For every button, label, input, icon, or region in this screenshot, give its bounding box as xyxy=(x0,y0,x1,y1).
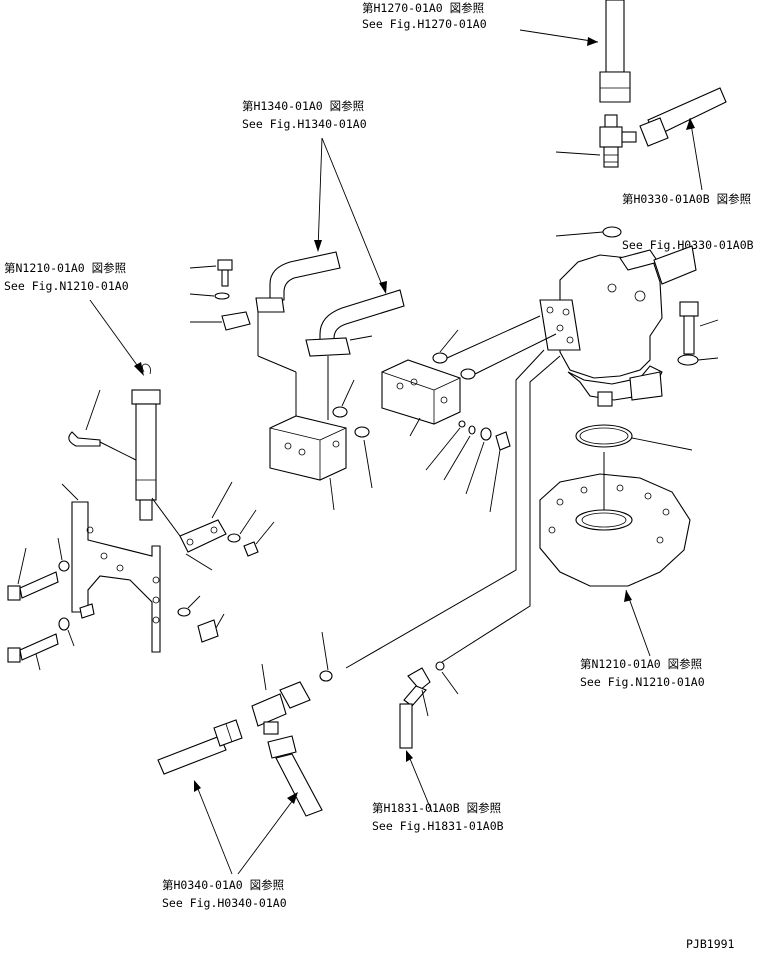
elbow-fitting xyxy=(399,661,459,813)
ref-h0330-jp: 第H0330-01A0B 図参照 xyxy=(622,192,751,206)
right-hose xyxy=(639,87,727,191)
ref-label-h1270: 第H1270-01A0 図参照 See Fig.H1270-01A0 xyxy=(362,1,487,31)
ref-h1831-en: See Fig.H1831-01A0B xyxy=(372,819,504,833)
ref-label-h1340: 第H1340-01A0 図参照 See Fig.H1340-01A0 xyxy=(242,99,367,131)
swivel-valve-body xyxy=(539,245,697,407)
manifold-block-left xyxy=(269,415,347,511)
small-o-ring xyxy=(602,226,622,238)
right-bolt xyxy=(677,301,719,366)
bottom-tee-fitting xyxy=(251,631,333,735)
nut-left xyxy=(79,603,95,619)
tee-fitting xyxy=(555,114,637,168)
washer-strap xyxy=(227,533,241,543)
curved-pipe-lower xyxy=(305,289,405,357)
ref-n1210a-jp: 第N1210-01A0 図参照 xyxy=(4,261,126,275)
o-ring-b xyxy=(354,426,370,438)
u-bolt xyxy=(68,389,137,461)
o-ring-a xyxy=(332,406,348,418)
long-bolt-lower xyxy=(7,617,75,671)
ref-n1210b-en: See Fig.N1210-01A0 xyxy=(580,675,705,689)
o-ring-bottom xyxy=(319,670,333,682)
strap-bracket xyxy=(151,481,233,571)
ref-h0340-en: See Fig.H0340-01A0 xyxy=(162,896,287,910)
manifold-block-right xyxy=(381,359,461,437)
long-bolt-upper xyxy=(7,537,70,601)
ref-h1270-en: See Fig.H1270-01A0 xyxy=(362,17,487,31)
ref-h0340-jp: 第H0340-01A0 図参照 xyxy=(162,878,284,892)
gear-housing xyxy=(539,452,691,657)
washer-bracket xyxy=(177,607,191,617)
ref-h1340-en: See Fig.H1340-01A0 xyxy=(242,117,367,131)
drawing-code: PJB1991 xyxy=(686,937,735,951)
bottom-hose-right xyxy=(267,735,323,817)
ref-h1831-jp: 第H1831-01A0B 図参照 xyxy=(372,801,501,815)
ref-n1210b-jp: 第N1210-01A0 図参照 xyxy=(580,657,702,671)
short-bolt-bracket xyxy=(197,613,225,643)
o-ring-c xyxy=(432,352,448,364)
nut-strap xyxy=(243,541,259,557)
ref-n1210a-en: See Fig.N1210-01A0 xyxy=(4,279,129,293)
curved-pipe-upper xyxy=(255,251,341,313)
ref-label-h0330: 第H0330-01A0B 図参照 See Fig.H0330-01A0B xyxy=(622,192,754,252)
o-ring-d xyxy=(460,368,476,380)
large-o-ring xyxy=(575,424,633,448)
ref-h1270-jp: 第H1270-01A0 図参照 xyxy=(362,1,484,15)
bracket-plate xyxy=(61,483,161,653)
ref-label-h0340: 第H0340-01A0 図参照 See Fig.H0340-01A0 xyxy=(162,878,287,910)
bottom-hose-left xyxy=(157,719,243,775)
ref-label-h1831: 第H1831-01A0B 図参照 See Fig.H1831-01A0B xyxy=(372,801,504,833)
ref-h0330-en: See Fig.H0330-01A0B xyxy=(622,238,754,252)
small-fittings xyxy=(425,420,511,513)
damper-cylinder xyxy=(89,299,161,521)
ref-h1340-jp: 第H1340-01A0 図参照 xyxy=(242,99,364,113)
ref-label-n1210-left: 第N1210-01A0 図参照 See Fig.N1210-01A0 xyxy=(4,261,129,293)
top-pipe xyxy=(519,0,631,103)
upper-left-bolt xyxy=(189,259,251,331)
ref-label-n1210-right: 第N1210-01A0 図参照 See Fig.N1210-01A0 xyxy=(580,657,705,689)
